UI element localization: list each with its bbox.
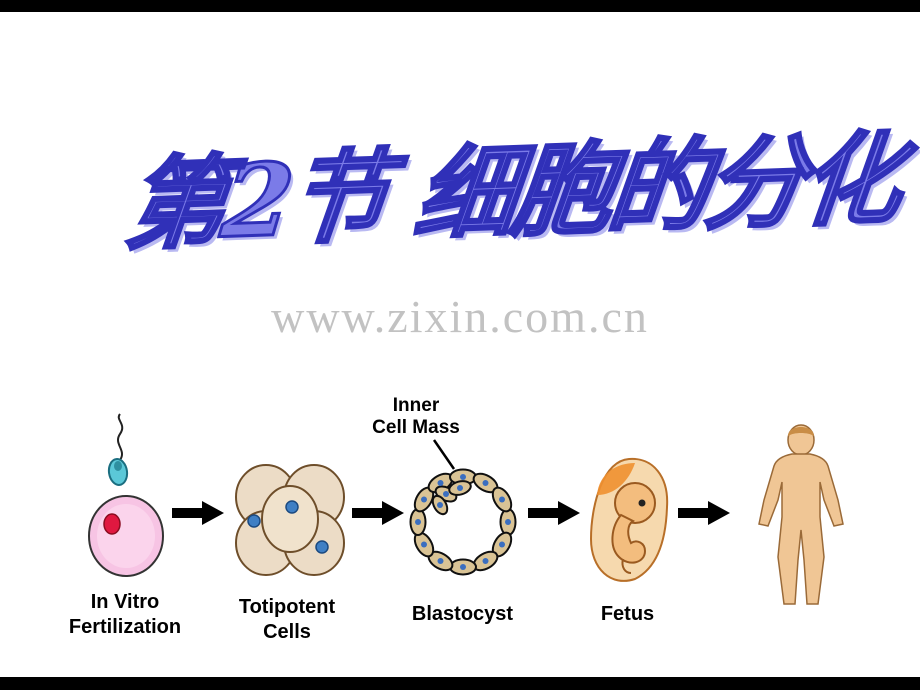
stage-label-totipotent-cells: Totipotent Cells — [238, 596, 336, 643]
bottom-border-bar — [0, 677, 920, 690]
watermark-text: www.zixin.com.cn — [271, 291, 649, 342]
flow-arrow — [172, 501, 224, 525]
inner-cell-mass-label: Inner Cell Mass — [372, 395, 460, 438]
slide-title: 第2节 细胞的分化 — [119, 118, 906, 266]
stage-label-blastocyst: Blastocyst — [411, 603, 514, 625]
human-figure-illustration — [758, 424, 844, 605]
totipotent-cells-illustration — [235, 464, 345, 576]
stage-label-fetus: Fetus — [600, 603, 655, 625]
sperm-egg-illustration — [88, 413, 164, 577]
blastocyst-illustration — [409, 468, 517, 576]
flow-arrow — [528, 501, 580, 525]
fetus-illustration — [589, 457, 669, 582]
flow-arrow — [352, 501, 404, 525]
stage-label-in-vitro-fertilization: In Vitro Fertilization — [68, 591, 182, 638]
flow-arrow — [678, 501, 730, 525]
annotation-pointer-line — [432, 439, 456, 470]
top-border-bar — [0, 0, 920, 12]
